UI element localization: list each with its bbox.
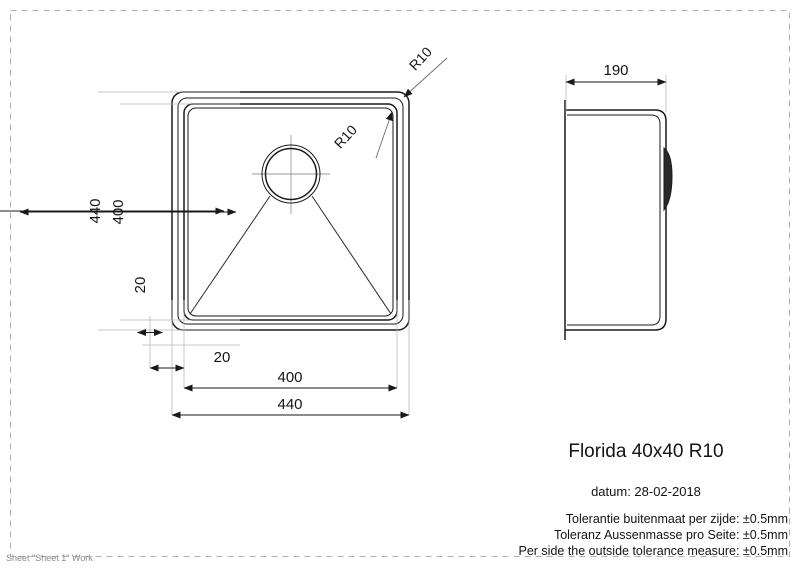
side-view-dimensions: 190: [565, 62, 667, 86]
drawing-date: datum: 28-02-2018: [591, 484, 701, 499]
plan-radius-callouts: R10 R10: [331, 44, 448, 159]
r10-inner-leader-line: [375, 111, 393, 159]
tolerance-note-en: Per side the outside tolerance measure: …: [519, 544, 789, 558]
tolerance-note-nl: Tolerantie buitenmaat per zijde: ±0.5mm: [566, 512, 788, 526]
dim-label-depth-190: 190: [603, 62, 628, 79]
plan-slope-line-right: [311, 195, 392, 315]
tolerance-note-de: Toleranz Aussenmasse pro Seite: ±0.5mm: [554, 528, 788, 542]
dim-label-width-400: 400: [277, 369, 302, 386]
dim-label-height-400: 400: [110, 199, 127, 224]
dim-label-height-440: 440: [87, 198, 104, 223]
dim-label-offset-left-20: 20: [214, 349, 231, 366]
plan-slope-line-left: [189, 195, 271, 315]
sheet-footer-label: Sheet "Sheet 1" Work: [6, 553, 93, 563]
plan-horizontal-dimensions: 20 400 440: [149, 349, 410, 419]
plan-vertical-dimensions: 440 400 20: [0, 198, 237, 336]
drain-inner-circle: [264, 147, 318, 201]
r10-outer-label: R10: [406, 44, 435, 74]
side-body-outline: [565, 109, 667, 331]
product-title: Florida 40x40 R10: [568, 441, 723, 462]
dim-label-offset-bottom-20: 20: [132, 277, 149, 294]
side-view-geometry: [564, 75, 673, 340]
r10-inner-label: R10: [331, 122, 360, 152]
title-block: Florida 40x40 R10 datum: 28-02-2018 Tole…: [519, 441, 789, 558]
dim-label-width-440: 440: [277, 396, 302, 413]
r10-outer-leader-line: [403, 57, 448, 98]
page-frame: [10, 10, 790, 557]
side-body-inner-wall: [567, 114, 661, 326]
plan-extension-lines: [98, 91, 410, 415]
side-drain-boss: [663, 146, 673, 212]
drain-outer-circle: [261, 144, 321, 204]
